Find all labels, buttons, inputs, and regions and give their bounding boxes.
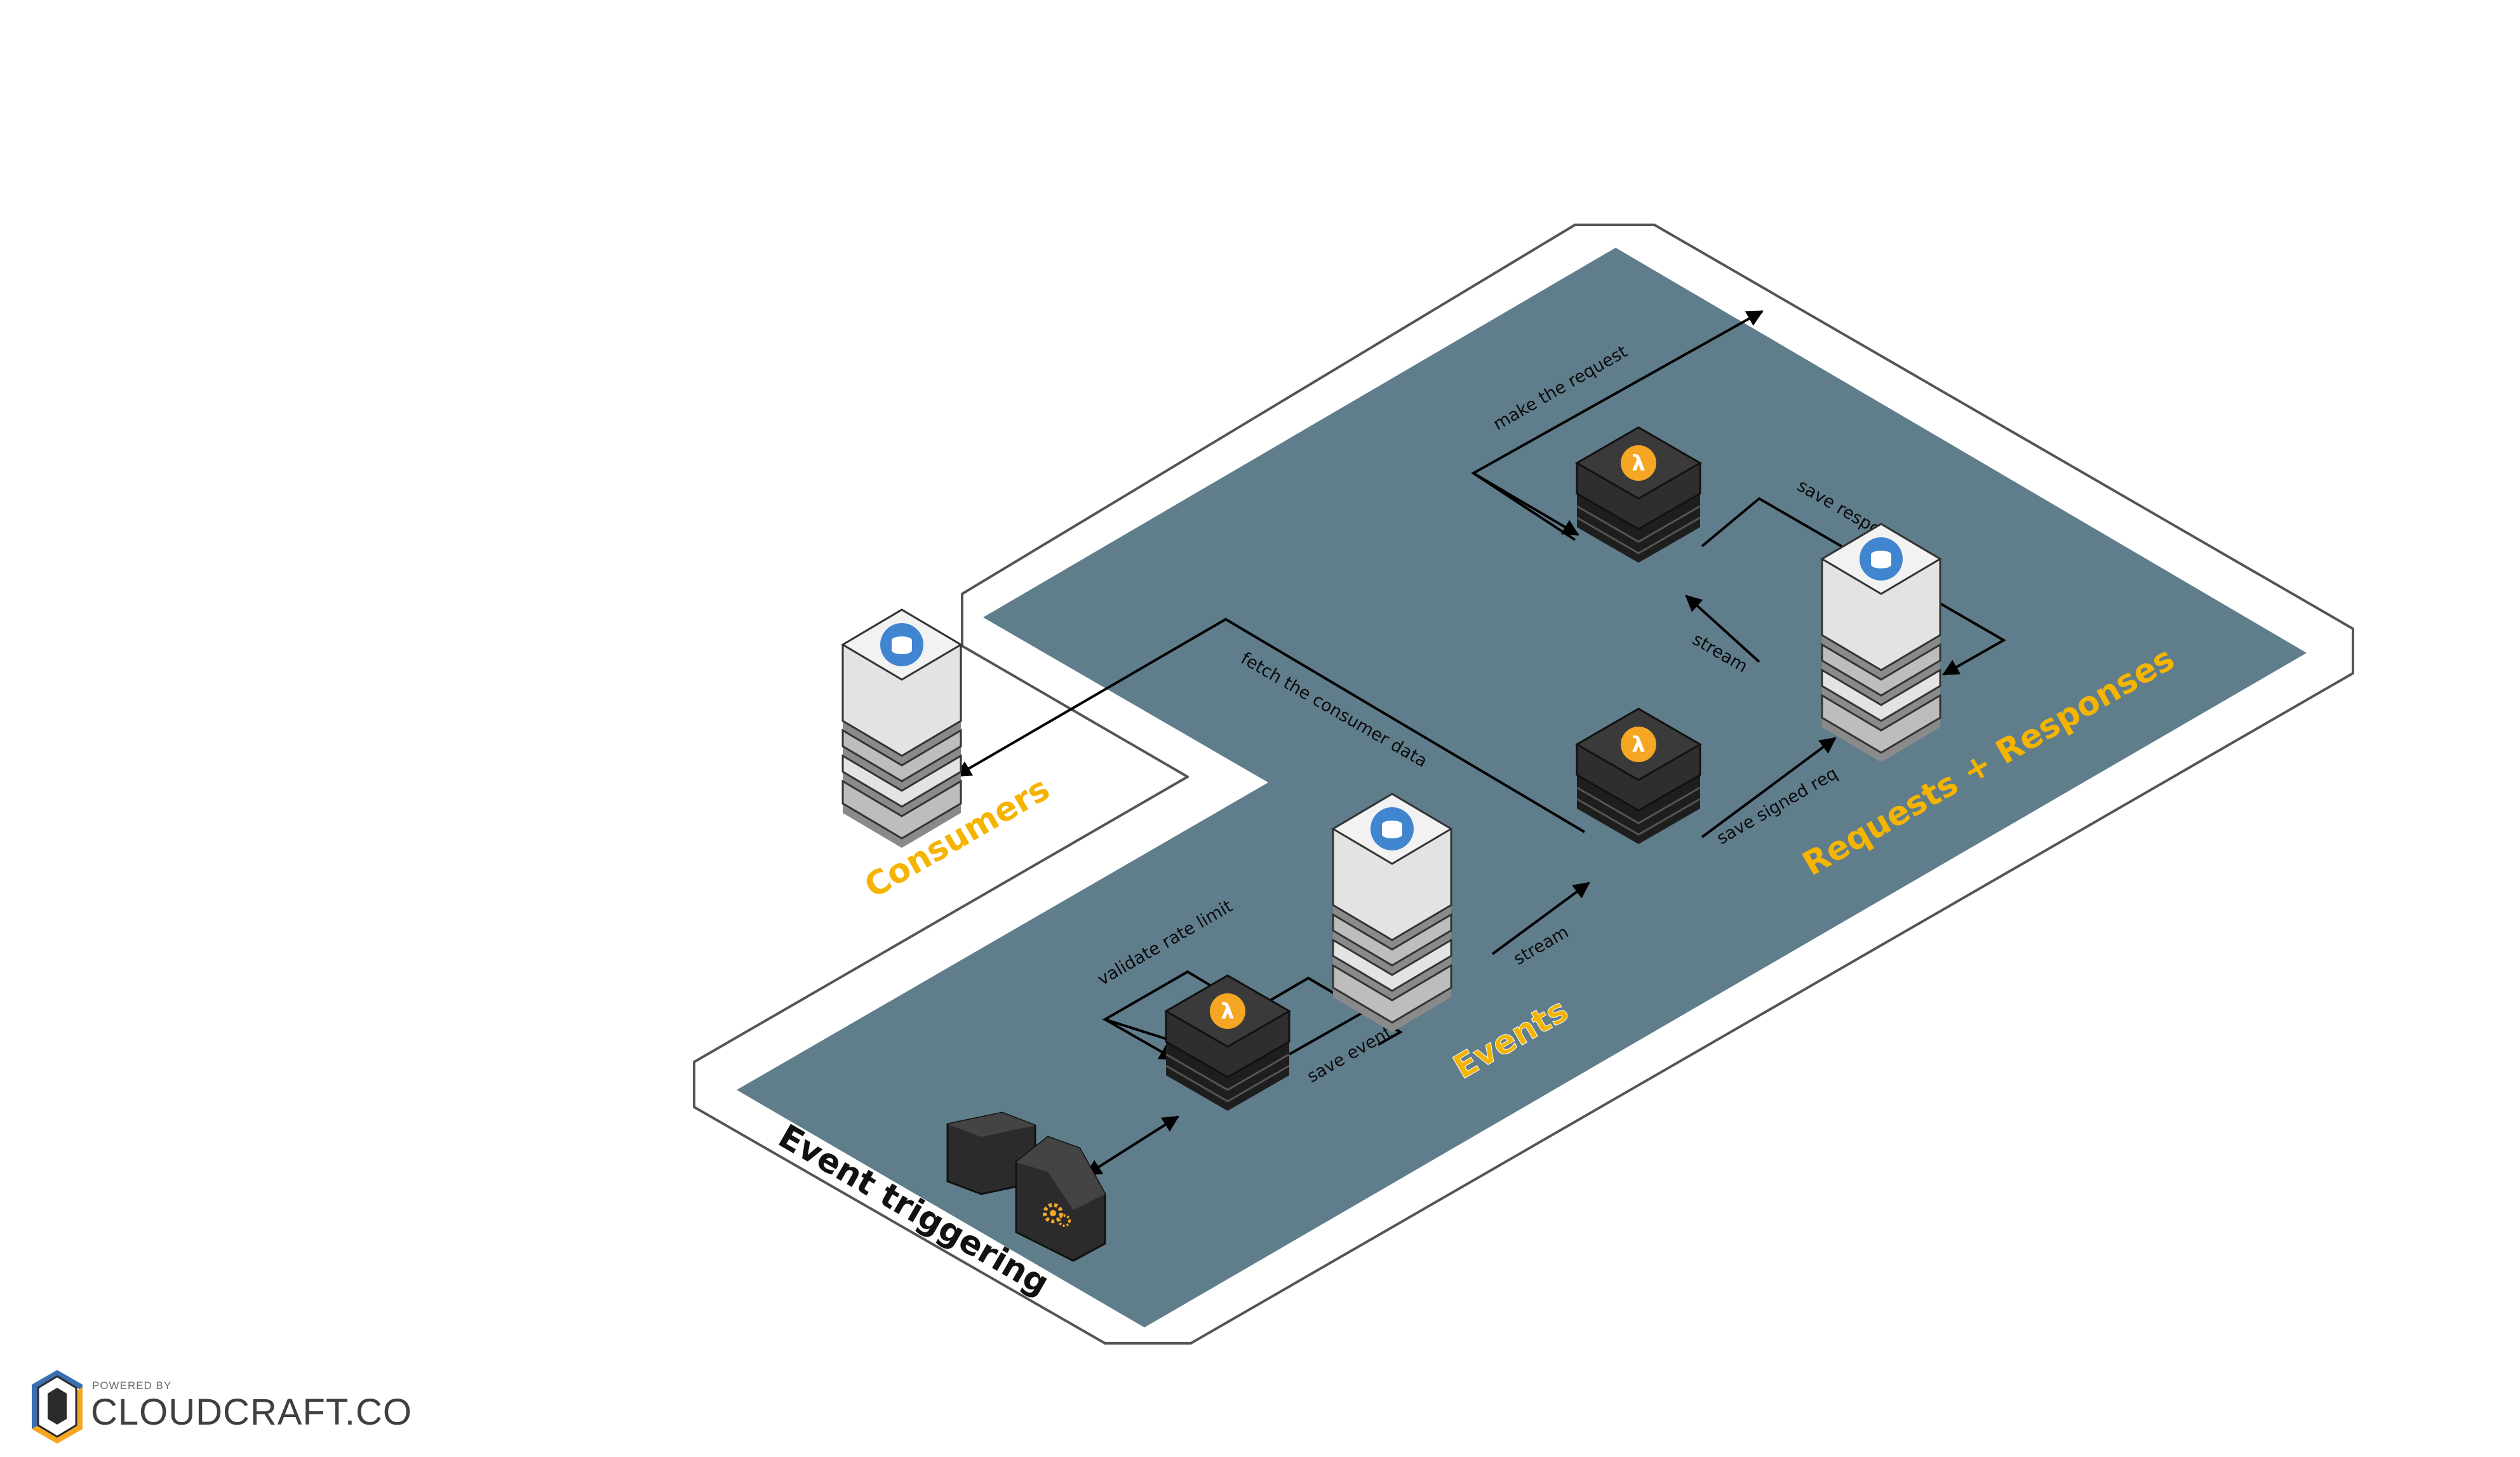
dynamodb-events[interactable] <box>1331 793 1453 1032</box>
svg-text:λ: λ <box>1632 451 1645 476</box>
zone-fill <box>737 248 2307 1327</box>
cloudcraft-branding[interactable]: POWERED BY CLOUDCRAFT.CO <box>29 1367 412 1446</box>
powered-by-text: POWERED BY <box>92 1380 172 1392</box>
edge-save-signed-req <box>1701 737 1837 838</box>
lambda-validate[interactable]: λ <box>1163 974 1292 1111</box>
edge-stream-events <box>1491 882 1590 955</box>
lambda-request[interactable]: λ <box>1574 426 1703 563</box>
event-trigger-node[interactable] <box>946 1111 1106 1262</box>
lambda-icon <box>1621 727 1656 762</box>
svg-text:λ: λ <box>1221 999 1235 1024</box>
brand-name: CLOUDCRAFT.CO <box>91 1392 413 1433</box>
dynamodb-requests[interactable] <box>1820 523 1942 762</box>
svg-text:λ: λ <box>1632 732 1645 758</box>
edge-fetch-consumer <box>955 617 1586 833</box>
lambda-icon <box>1210 993 1245 1029</box>
edge-stream-requests <box>1685 594 1760 663</box>
edge-trigger-lambda <box>1085 1115 1179 1176</box>
gear-icon <box>1043 1203 1071 1227</box>
dynamodb-consumers[interactable] <box>841 608 963 848</box>
cloudcraft-logo-icon <box>32 1370 83 1444</box>
lambda-sign[interactable]: λ <box>1574 708 1703 844</box>
lambda-icon <box>1621 445 1656 481</box>
